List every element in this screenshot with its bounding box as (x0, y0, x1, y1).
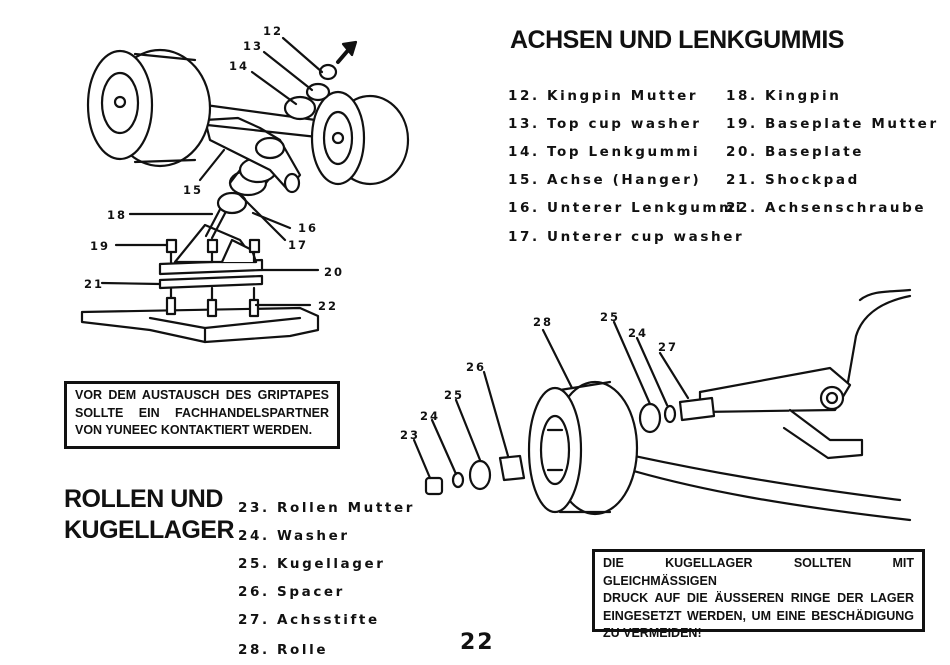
wheel-parts-list: 23. Rollen Mutter 24. Washer 25. Kugella… (238, 500, 418, 660)
list-item: 16. Unterer Lenkgummi (508, 200, 743, 216)
wheel-bearing-diagram (412, 288, 912, 522)
list-item: 14. Top Lenkgummi (508, 144, 701, 160)
callout-17: 17 (288, 238, 309, 252)
callout-18: 18 (107, 208, 128, 222)
list-item: 13. Top cup washer (508, 116, 702, 132)
callout-24-right: 24 (628, 326, 649, 340)
notice-line: EINGESETZT WERDEN, UM EINE BESCHÄDIGUNG (603, 608, 914, 623)
bearing-notice: DIE KUGELLAGER SOLLTEN MIT GLEICHMÄSSIGE… (592, 549, 925, 640)
notice-line: VOR DEM AUSTAUSCH DES GRIPTAPES (75, 388, 329, 402)
callout-28: 28 (533, 315, 554, 329)
list-item: 22. Achsenschraube (726, 200, 927, 216)
title-line: KUGELLAGER (64, 516, 235, 544)
list-item: 27. Achsstifte (238, 612, 380, 628)
callout-21: 21 (84, 277, 105, 291)
wheel-section-title: ROLLEN UND KUGELLAGER (64, 484, 254, 546)
callout-24-left: 24 (420, 409, 441, 423)
list-item: 23. Rollen Mutter (238, 500, 415, 516)
callout-27: 27 (658, 340, 679, 354)
callout-13: 13 (243, 39, 264, 53)
list-item: 28. Rolle (238, 642, 329, 658)
callout-25-right: 25 (600, 310, 621, 324)
list-item: 19. Baseplate Mutter (726, 116, 939, 132)
truck-diagram (80, 36, 410, 344)
callout-26: 26 (466, 360, 487, 374)
list-item: 17. Unterer cup washer (508, 229, 745, 245)
callout-23: 23 (400, 428, 421, 442)
list-item: 12. Kingpin Mutter (508, 88, 699, 104)
notice-line: DIE KUGELLAGER SOLLTEN MIT GLEICHMÄSSIGE… (603, 556, 914, 588)
callout-25-left: 25 (444, 388, 465, 402)
callout-14: 14 (229, 59, 250, 73)
callout-19: 19 (90, 239, 111, 253)
callout-22: 22 (318, 299, 339, 313)
callout-20: 20 (324, 265, 345, 279)
axle-parts-list-right: 18. Kingpin 19. Baseplate Mutter 20. Bas… (726, 88, 936, 228)
callout-15: 15 (183, 183, 204, 197)
notice-line: ZU VERMEIDEN! (603, 626, 702, 640)
page-number: 22 (460, 630, 495, 655)
callout-16: 16 (298, 221, 319, 235)
list-item: 20. Baseplate (726, 144, 865, 160)
notice-line: SOLLTE EIN FACHHANDELSPARTNER (75, 405, 329, 420)
axle-section-title: ACHSEN UND LENKGUMMIS (510, 26, 844, 54)
list-item: 18. Kingpin (726, 88, 842, 104)
list-item: 21. Shockpad (726, 172, 860, 188)
notice-line: DRUCK AUF DIE ÄUSSEREN RINGE DER LAGER (603, 591, 914, 605)
callout-12: 12 (263, 24, 284, 38)
axle-parts-list-left: 12. Kingpin Mutter 13. Top cup washer 14… (508, 88, 742, 258)
list-item: 24. Washer (238, 528, 350, 544)
list-item: 25. Kugellager (238, 556, 386, 572)
griptape-notice: VOR DEM AUSTAUSCH DES GRIPTAPES SOLLTE E… (64, 381, 340, 449)
list-item: 26. Spacer (238, 584, 345, 600)
title-line: ROLLEN UND (64, 485, 223, 513)
notice-line: VON YUNEEC KONTAKTIERT WERDEN. (75, 423, 313, 437)
list-item: 15. Achse (Hanger) (508, 172, 702, 188)
